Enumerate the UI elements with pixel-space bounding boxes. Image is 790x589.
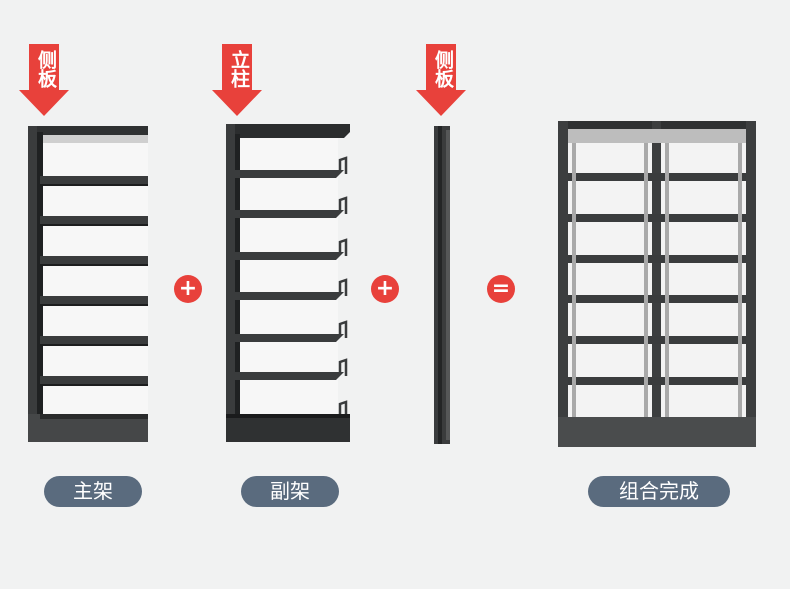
equals-icon: = bbox=[487, 275, 515, 303]
caption-assembled: 组合完成 bbox=[588, 476, 730, 507]
down-arrow-icon bbox=[416, 44, 466, 116]
caption-sub-frame: 副架 bbox=[241, 476, 339, 507]
arrow-label: 侧板 bbox=[432, 50, 454, 88]
arrow-upright: 立柱 bbox=[212, 44, 262, 116]
plus-icon: + bbox=[371, 275, 399, 303]
plus-icon: + bbox=[174, 275, 202, 303]
sub-frame-shelf bbox=[226, 124, 350, 442]
arrow-label: 立柱 bbox=[228, 50, 250, 88]
main-frame-shelf bbox=[28, 126, 148, 442]
arrow-label: 侧板 bbox=[35, 50, 57, 88]
side-panel-piece bbox=[434, 126, 450, 444]
arrow-side-panel-2: 侧板 bbox=[416, 44, 466, 116]
down-arrow-icon bbox=[19, 44, 69, 116]
arrow-side-panel-1: 侧板 bbox=[19, 44, 69, 116]
assembled-shelf bbox=[558, 121, 756, 447]
down-arrow-icon bbox=[212, 44, 262, 116]
caption-main-frame: 主架 bbox=[44, 476, 142, 507]
